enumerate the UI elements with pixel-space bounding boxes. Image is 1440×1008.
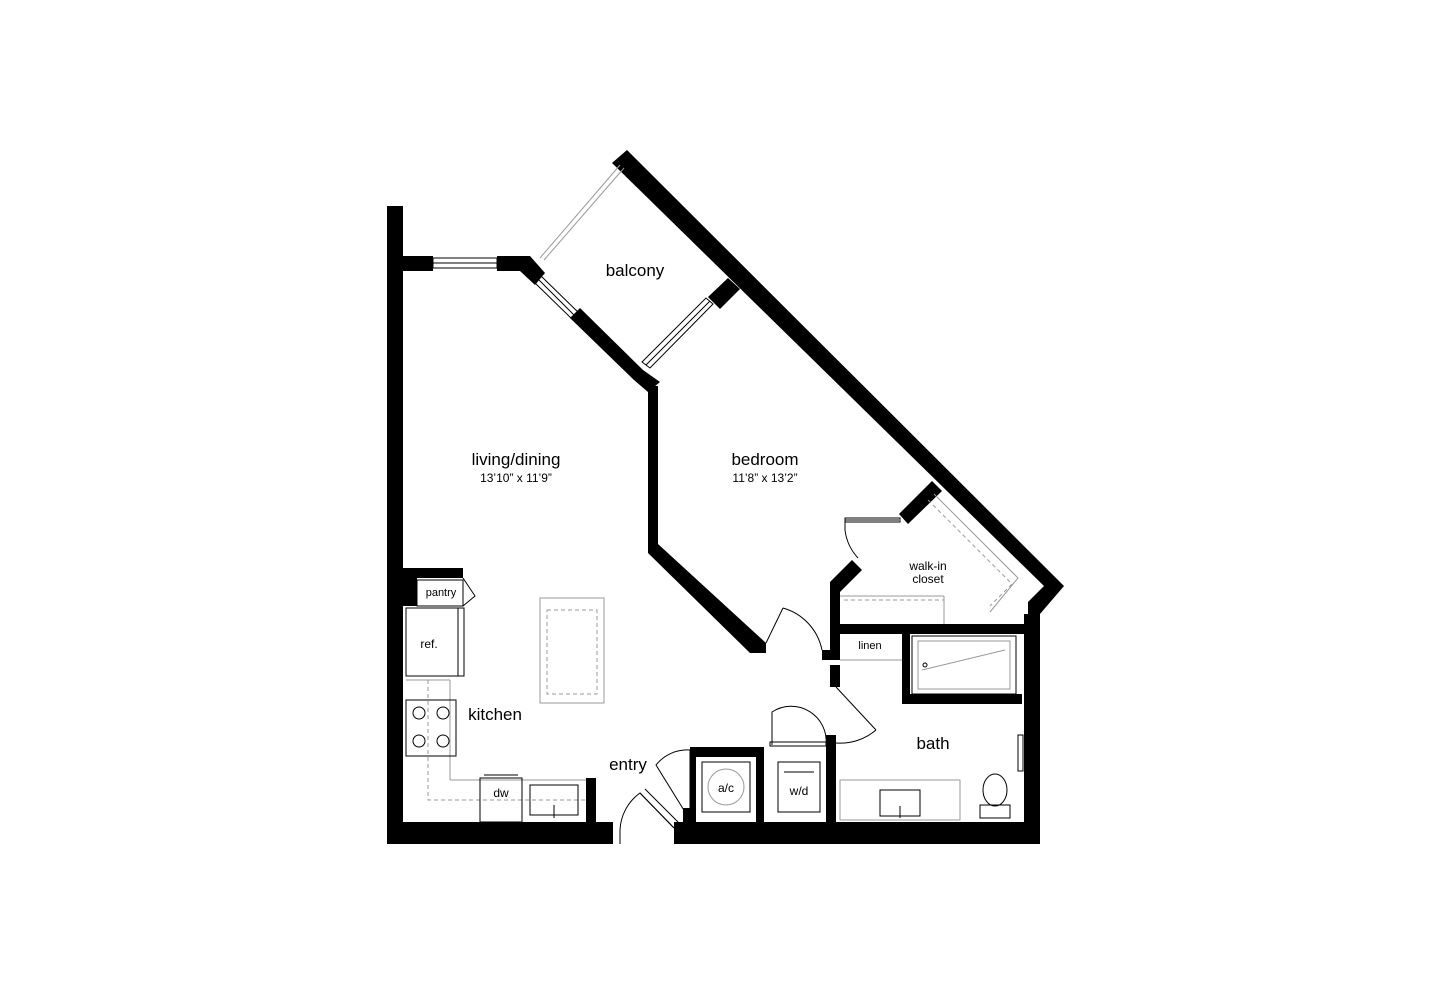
ref-label: ref. bbox=[420, 637, 437, 651]
wall-bottom-right bbox=[674, 822, 1040, 844]
closet-label-2: closet bbox=[912, 572, 944, 586]
range bbox=[405, 699, 457, 757]
closet-label-1: walk-in bbox=[908, 559, 946, 573]
windows bbox=[432, 164, 1024, 772]
wall-entry-side bbox=[683, 808, 693, 822]
bedroom-dims: 11’8” x 13’2” bbox=[732, 471, 797, 485]
wall-top-mid bbox=[497, 256, 545, 285]
wall-closet-left bbox=[830, 560, 862, 624]
door-ac[interactable] bbox=[655, 749, 691, 822]
wall-wd-right bbox=[826, 747, 836, 822]
wall-pantry-top bbox=[403, 568, 463, 578]
wall-bedroom-top bbox=[708, 278, 740, 309]
door-pantry[interactable] bbox=[462, 577, 476, 607]
wall-ac-top bbox=[690, 747, 758, 757]
wall-pantry-side bbox=[403, 578, 417, 606]
living-dims: 13’10” x 11’9” bbox=[480, 471, 552, 485]
wall-top-left bbox=[403, 256, 433, 271]
entry-label: entry bbox=[609, 755, 647, 774]
washer-dryer bbox=[777, 761, 821, 813]
wall-bottom-left bbox=[387, 822, 613, 844]
wall-kitchen-end bbox=[586, 778, 596, 822]
kitchen-counter bbox=[427, 680, 586, 801]
kitchen-fixtures bbox=[405, 579, 605, 823]
door-closet[interactable] bbox=[844, 519, 899, 559]
slider-bedroom bbox=[641, 297, 714, 369]
walls bbox=[387, 150, 1064, 844]
wall-linen-left bbox=[830, 634, 840, 650]
pantry-label: pantry bbox=[426, 587, 457, 599]
bath-fixtures bbox=[839, 635, 1017, 821]
bathtub bbox=[911, 635, 1017, 695]
labels: balcony living/dining 13’10” x 11’9” bed… bbox=[420, 261, 949, 800]
dishwasher bbox=[479, 777, 523, 823]
wall-diag-living bbox=[570, 308, 660, 392]
wall-left bbox=[387, 206, 403, 844]
wall-right bbox=[1024, 614, 1040, 844]
pantry bbox=[416, 579, 464, 607]
wd-label: w/d bbox=[789, 784, 809, 798]
slider-living bbox=[532, 274, 583, 323]
utility bbox=[701, 659, 902, 813]
wall-tub-bottom bbox=[902, 694, 1022, 704]
closet-shelves bbox=[840, 493, 1019, 624]
toilet bbox=[982, 773, 1008, 807]
bedroom-label: bedroom bbox=[731, 450, 798, 469]
dw-label: dw bbox=[493, 786, 509, 800]
bath-label: bath bbox=[916, 734, 949, 753]
door-wd[interactable] bbox=[771, 705, 827, 746]
wall-ac-right bbox=[756, 747, 764, 822]
linen-label: linen bbox=[858, 640, 881, 652]
ac-unit bbox=[701, 761, 751, 813]
wall-partition bbox=[648, 386, 766, 653]
wall-ac-left bbox=[690, 757, 696, 822]
door-bath[interactable] bbox=[835, 686, 877, 744]
window-bath bbox=[1017, 734, 1024, 772]
balcony-label: balcony bbox=[606, 261, 665, 280]
kitchen-island bbox=[539, 597, 605, 704]
refrigerator bbox=[405, 607, 465, 677]
wall-bath-left-upper bbox=[830, 665, 840, 687]
wall-closet-bottom bbox=[830, 624, 1030, 634]
doors bbox=[462, 517, 901, 844]
door-entry[interactable] bbox=[619, 792, 675, 844]
wall-hall-stub-2 bbox=[826, 735, 836, 745]
wall-tub-left bbox=[902, 634, 910, 702]
balcony-edge-top bbox=[539, 164, 621, 259]
door-bedroom[interactable] bbox=[765, 607, 823, 651]
wall-diag-exterior bbox=[612, 150, 1064, 614]
ac-label: a/c bbox=[718, 781, 734, 795]
wall-closet-diag bbox=[899, 481, 942, 524]
kitchen-label: kitchen bbox=[468, 705, 522, 724]
living-label: living/dining bbox=[472, 450, 561, 469]
wall-hall-stub-1 bbox=[822, 650, 840, 660]
